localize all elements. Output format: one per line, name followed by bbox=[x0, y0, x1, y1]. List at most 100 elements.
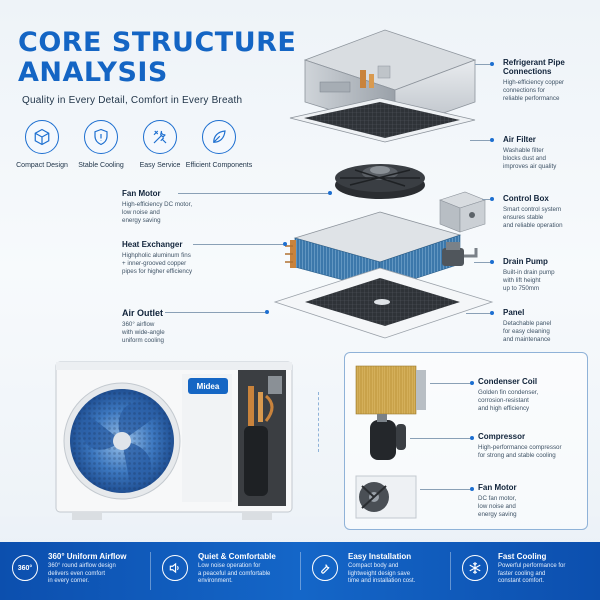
desc-line: blocks dust and bbox=[503, 155, 546, 162]
feature-label: Stable Cooling bbox=[78, 162, 124, 169]
callout-compressor: Compressor High-performance compressor f… bbox=[478, 432, 588, 460]
leader-line bbox=[470, 140, 490, 141]
page-title-line1: CORE STRUCTURE bbox=[18, 27, 297, 58]
callout-title: Drain Pump bbox=[503, 257, 548, 266]
callout-title: Fan Motor bbox=[122, 189, 161, 198]
callout-desc: DC fan motor, low noise and energy savin… bbox=[478, 495, 588, 519]
callout-drain-pump: Drain Pump Built-in drain pump with lift… bbox=[503, 257, 598, 293]
callout-air-outlet: Air Outlet 360° airflow with wide-angle … bbox=[122, 308, 232, 345]
shield-icon bbox=[84, 120, 118, 154]
desc-line: Compact body and bbox=[348, 563, 399, 569]
title-line: Refrigerant Pipe bbox=[503, 58, 565, 67]
leader-dot bbox=[328, 191, 332, 195]
feature-label: Efficient Components bbox=[185, 162, 253, 169]
bottom-feature-desc: Low noise operation for a peaceful and c… bbox=[198, 563, 296, 586]
leader-line bbox=[482, 199, 490, 200]
air-filter bbox=[289, 97, 476, 143]
callout-title: Control Box bbox=[503, 194, 549, 203]
tools-icon bbox=[143, 120, 177, 154]
callout-outdoor-fan-motor: Fan Motor DC fan motor, low noise and en… bbox=[478, 483, 588, 519]
bottom-feature-installation: Easy Installation Compact body and light… bbox=[300, 542, 450, 600]
desc-line: with wide-angle bbox=[122, 329, 165, 336]
desc-line: for strong and stable cooling bbox=[478, 452, 556, 459]
desc-line: a peaceful and comfortable bbox=[198, 570, 271, 577]
leader-line bbox=[410, 438, 470, 439]
leader-line bbox=[193, 244, 283, 245]
desc-line: low noise and bbox=[122, 209, 160, 216]
compressor-image bbox=[370, 414, 406, 460]
callout-desc: Smart control system ensures stable and … bbox=[503, 206, 598, 230]
callout-desc: Golden fin condenser, corrosion-resistan… bbox=[478, 389, 588, 413]
desc-line: ensures stable bbox=[503, 214, 544, 221]
bottom-feature-desc: 360° round airflow design delivers even … bbox=[48, 563, 146, 586]
callout-desc: High-efficiency DC motor, low noise and … bbox=[122, 201, 232, 225]
desc-line: High-efficiency copper bbox=[503, 79, 565, 86]
feature-compact-design: Compact Design bbox=[7, 120, 77, 169]
callout-desc: High-performance compressor for strong a… bbox=[478, 444, 588, 460]
desc-line: High-performance compressor bbox=[478, 444, 562, 451]
desc-line: Washable filter bbox=[503, 147, 544, 154]
leader-line bbox=[430, 383, 470, 384]
callout-desc: Built-in drain pump with lift height up … bbox=[503, 269, 598, 293]
leader-line bbox=[178, 193, 328, 194]
control-box-part bbox=[439, 191, 486, 233]
desc-line: delivers even comfort bbox=[48, 570, 106, 577]
title-line: Connections bbox=[503, 67, 552, 76]
desc-line: improves air quality bbox=[503, 163, 557, 170]
leader-dot bbox=[265, 310, 269, 314]
callout-desc: Washable filter blocks dust and improves… bbox=[503, 147, 598, 171]
desc-line: time and installation cost. bbox=[348, 578, 416, 584]
leader-line bbox=[475, 64, 490, 65]
desc-line: + inner-grooved copper bbox=[122, 260, 187, 267]
callout-title: Fan Motor bbox=[478, 483, 517, 492]
leader-dot bbox=[470, 381, 474, 385]
cassette-exploded-view bbox=[273, 29, 494, 339]
callout-condenser-coil: Condenser Coil Golden fin condenser, cor… bbox=[478, 377, 588, 413]
desc-line: 360° airflow bbox=[122, 321, 155, 328]
desc-line: lightweight design save bbox=[348, 570, 411, 577]
desc-line: and maintenance bbox=[503, 336, 551, 343]
desc-line: and reliable operation bbox=[503, 222, 563, 229]
cube-icon bbox=[25, 120, 59, 154]
desc-line: connections for bbox=[503, 87, 545, 94]
feature-label: Easy Service bbox=[139, 162, 181, 169]
bottom-feature-airflow: 360° 360° Uniform Airflow 360° round air… bbox=[0, 542, 150, 600]
desc-line: reliable performance bbox=[503, 95, 560, 102]
desc-line: Detachable panel bbox=[503, 320, 552, 327]
outdoor-unit bbox=[55, 361, 293, 520]
separator bbox=[300, 552, 301, 590]
callout-desc: Detachable panel for easy cleaning and m… bbox=[503, 320, 598, 344]
desc-line: Golden fin condenser, bbox=[478, 389, 539, 396]
page-subtitle: Quality in Every Detail, Comfort in Ever… bbox=[22, 95, 243, 106]
desc-line: Powerful performance for bbox=[498, 563, 566, 569]
desc-line: energy saving bbox=[478, 511, 517, 518]
desc-line: Built-in drain pump bbox=[503, 269, 555, 276]
desc-line: up to 750mm bbox=[503, 285, 540, 292]
separator bbox=[450, 552, 451, 590]
callout-title: Panel bbox=[503, 308, 525, 317]
leaf-icon bbox=[202, 120, 236, 154]
leader-dot bbox=[470, 487, 474, 491]
fan-motor-part bbox=[335, 164, 425, 199]
bottom-feature-title: 360° Uniform Airflow bbox=[48, 552, 127, 561]
desc-line: pipes for higher efficiency bbox=[122, 268, 193, 275]
desc-line: environment. bbox=[198, 578, 233, 584]
bottom-feature-quiet: Quiet & Comfortable Low noise operation … bbox=[150, 542, 300, 600]
desc-line: Low noise operation for bbox=[198, 563, 261, 569]
callout-title: Air Filter bbox=[503, 135, 536, 144]
callout-desc: Highpholic aluminum fins + inner-grooved… bbox=[122, 252, 232, 276]
bottom-feature-fast-cooling: Fast Cooling Powerful performance for fa… bbox=[450, 542, 600, 600]
callout-title: Heat Exchanger bbox=[122, 240, 183, 249]
outdoor-components-images bbox=[355, 365, 426, 519]
desc-line: Highpholic aluminum fins bbox=[122, 252, 191, 259]
separator bbox=[150, 552, 151, 590]
feature-stable-cooling: Stable Cooling bbox=[66, 120, 136, 169]
feature-easy-service: Easy Service bbox=[125, 120, 195, 169]
callout-fan-motor: Fan Motor High-efficiency DC motor, low … bbox=[122, 189, 232, 225]
callout-desc: High-efficiency copper connections for r… bbox=[503, 79, 598, 103]
desc-line: Smart control system bbox=[503, 206, 562, 213]
fan-motor-image bbox=[355, 475, 417, 519]
desc-line: corrosion-resistant bbox=[478, 397, 529, 404]
leader-dot bbox=[490, 260, 494, 264]
bottom-feature-title: Fast Cooling bbox=[498, 552, 547, 561]
